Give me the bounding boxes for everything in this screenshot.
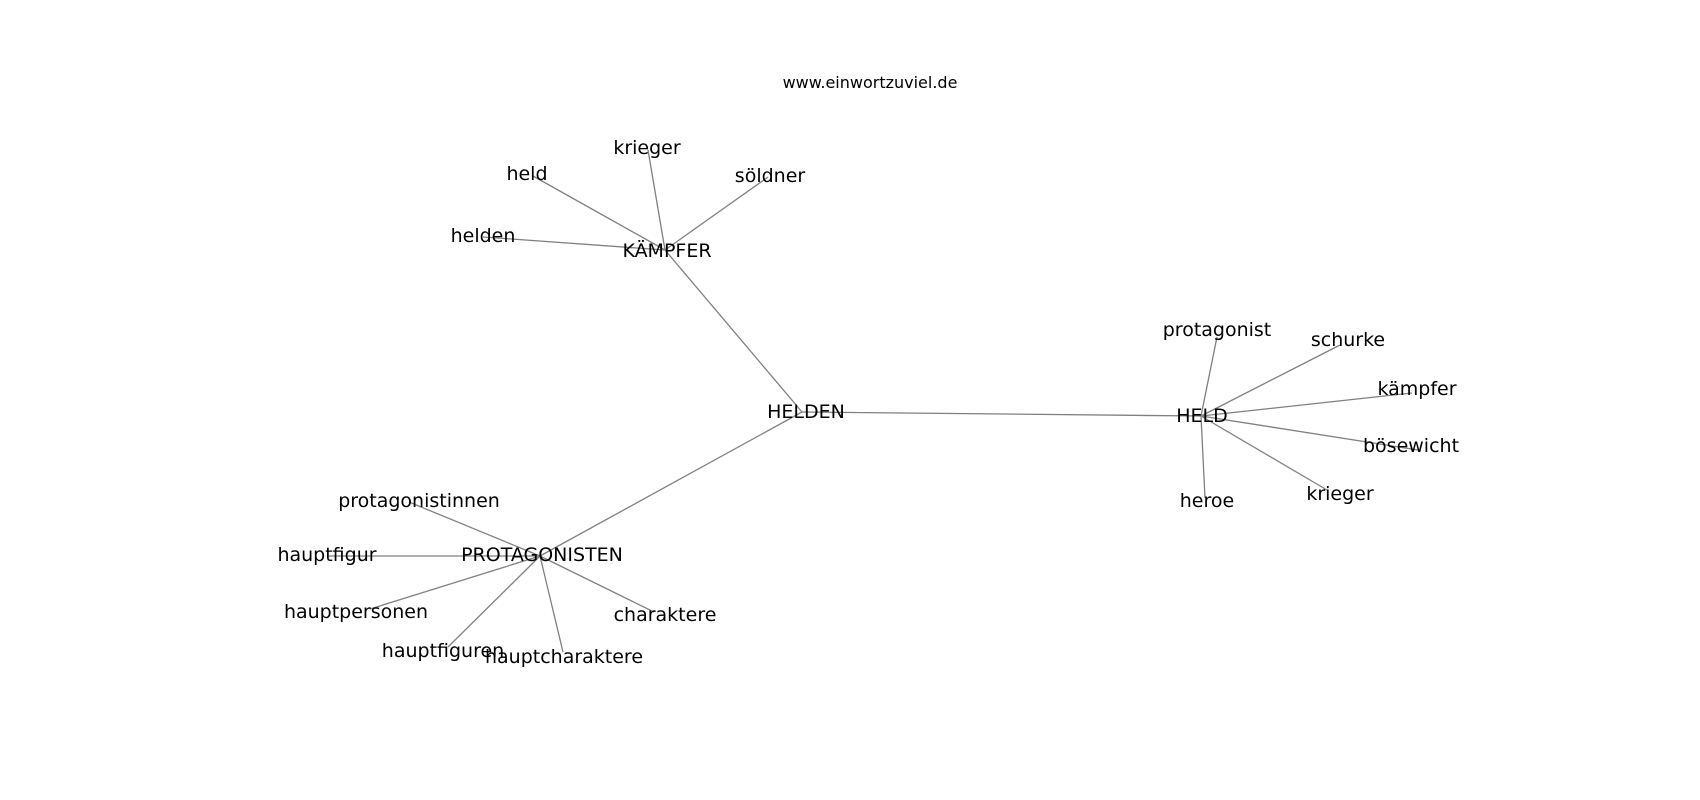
edge-held_hub-h_schurke [1200, 344, 1341, 417]
edge-held_hub-h_kaempfer [1200, 392, 1413, 417]
node-label-p-charaktere: charaktere [614, 604, 717, 626]
edge-helden-kaempfer_hub [664, 249, 803, 413]
edge-kaempfer_hub-k_krieger [647, 149, 666, 251]
node-label-h-krieger: krieger [1306, 483, 1374, 505]
node-label-h-boesewicht: bösewicht [1363, 435, 1459, 457]
node-label-p-protagonistinnen: protagonistinnen [338, 490, 500, 512]
node-label-held-hub: HELD [1176, 405, 1228, 427]
edge-kaempfer_hub-k_held [532, 175, 666, 251]
node-label-p-hauptpersonen: hauptpersonen [284, 601, 428, 623]
edge-protagonisten_hub-p_hauptcharaktere [539, 555, 564, 653]
edge-held_hub-h_krieger [1200, 415, 1328, 491]
node-label-h-kaempfer: kämpfer [1377, 378, 1456, 400]
edge-protagonisten_hub-p_hauptfiguren [447, 555, 541, 648]
node-label-h-protagonist: protagonist [1163, 319, 1272, 341]
node-label-protagonisten-hub: PROTAGONISTEN [461, 544, 623, 566]
edge-kaempfer_hub-k_soeldner [664, 176, 769, 251]
node-label-p-hauptcharaktere: hauptcharaktere [485, 646, 643, 668]
edge-protagonisten_hub-p_charaktere [539, 555, 655, 613]
node-label-h-schurke: schurke [1311, 329, 1385, 351]
labels-layer: HELDEN KÄMPFER HELD PROTAGONISTEN held kriege… [277, 137, 1459, 668]
edge-protagonisten_hub-p_protagonistinnen [408, 501, 541, 557]
edge-held_hub-h_heroe [1200, 415, 1206, 499]
node-label-k-soeldner: söldner [735, 165, 806, 187]
edge-helden-protagonisten_hub [539, 411, 803, 557]
site-url: www.einwortzuviel.de [783, 73, 958, 92]
edges-layer [327, 149, 1419, 653]
node-label-helden: HELDEN [767, 401, 845, 423]
edge-protagonisten_hub-p_hauptpersonen [369, 555, 541, 610]
node-label-kaempfer-hub: KÄMPFER [622, 239, 711, 262]
node-label-k-krieger: krieger [613, 137, 681, 159]
node-label-p-hauptfiguren: hauptfiguren [382, 640, 504, 662]
node-label-p-hauptfigur: hauptfigur [277, 544, 376, 566]
node-label-h-heroe: heroe [1180, 490, 1234, 512]
edge-held_hub-h_boesewicht [1200, 415, 1419, 451]
edge-helden-held_hub [801, 411, 1202, 417]
edge-kaempfer_hub-k_helden [482, 236, 666, 251]
node-label-k-held: held [506, 163, 547, 185]
node-label-k-helden: helden [451, 225, 516, 247]
edge-held_hub-h_protagonist [1200, 336, 1218, 417]
